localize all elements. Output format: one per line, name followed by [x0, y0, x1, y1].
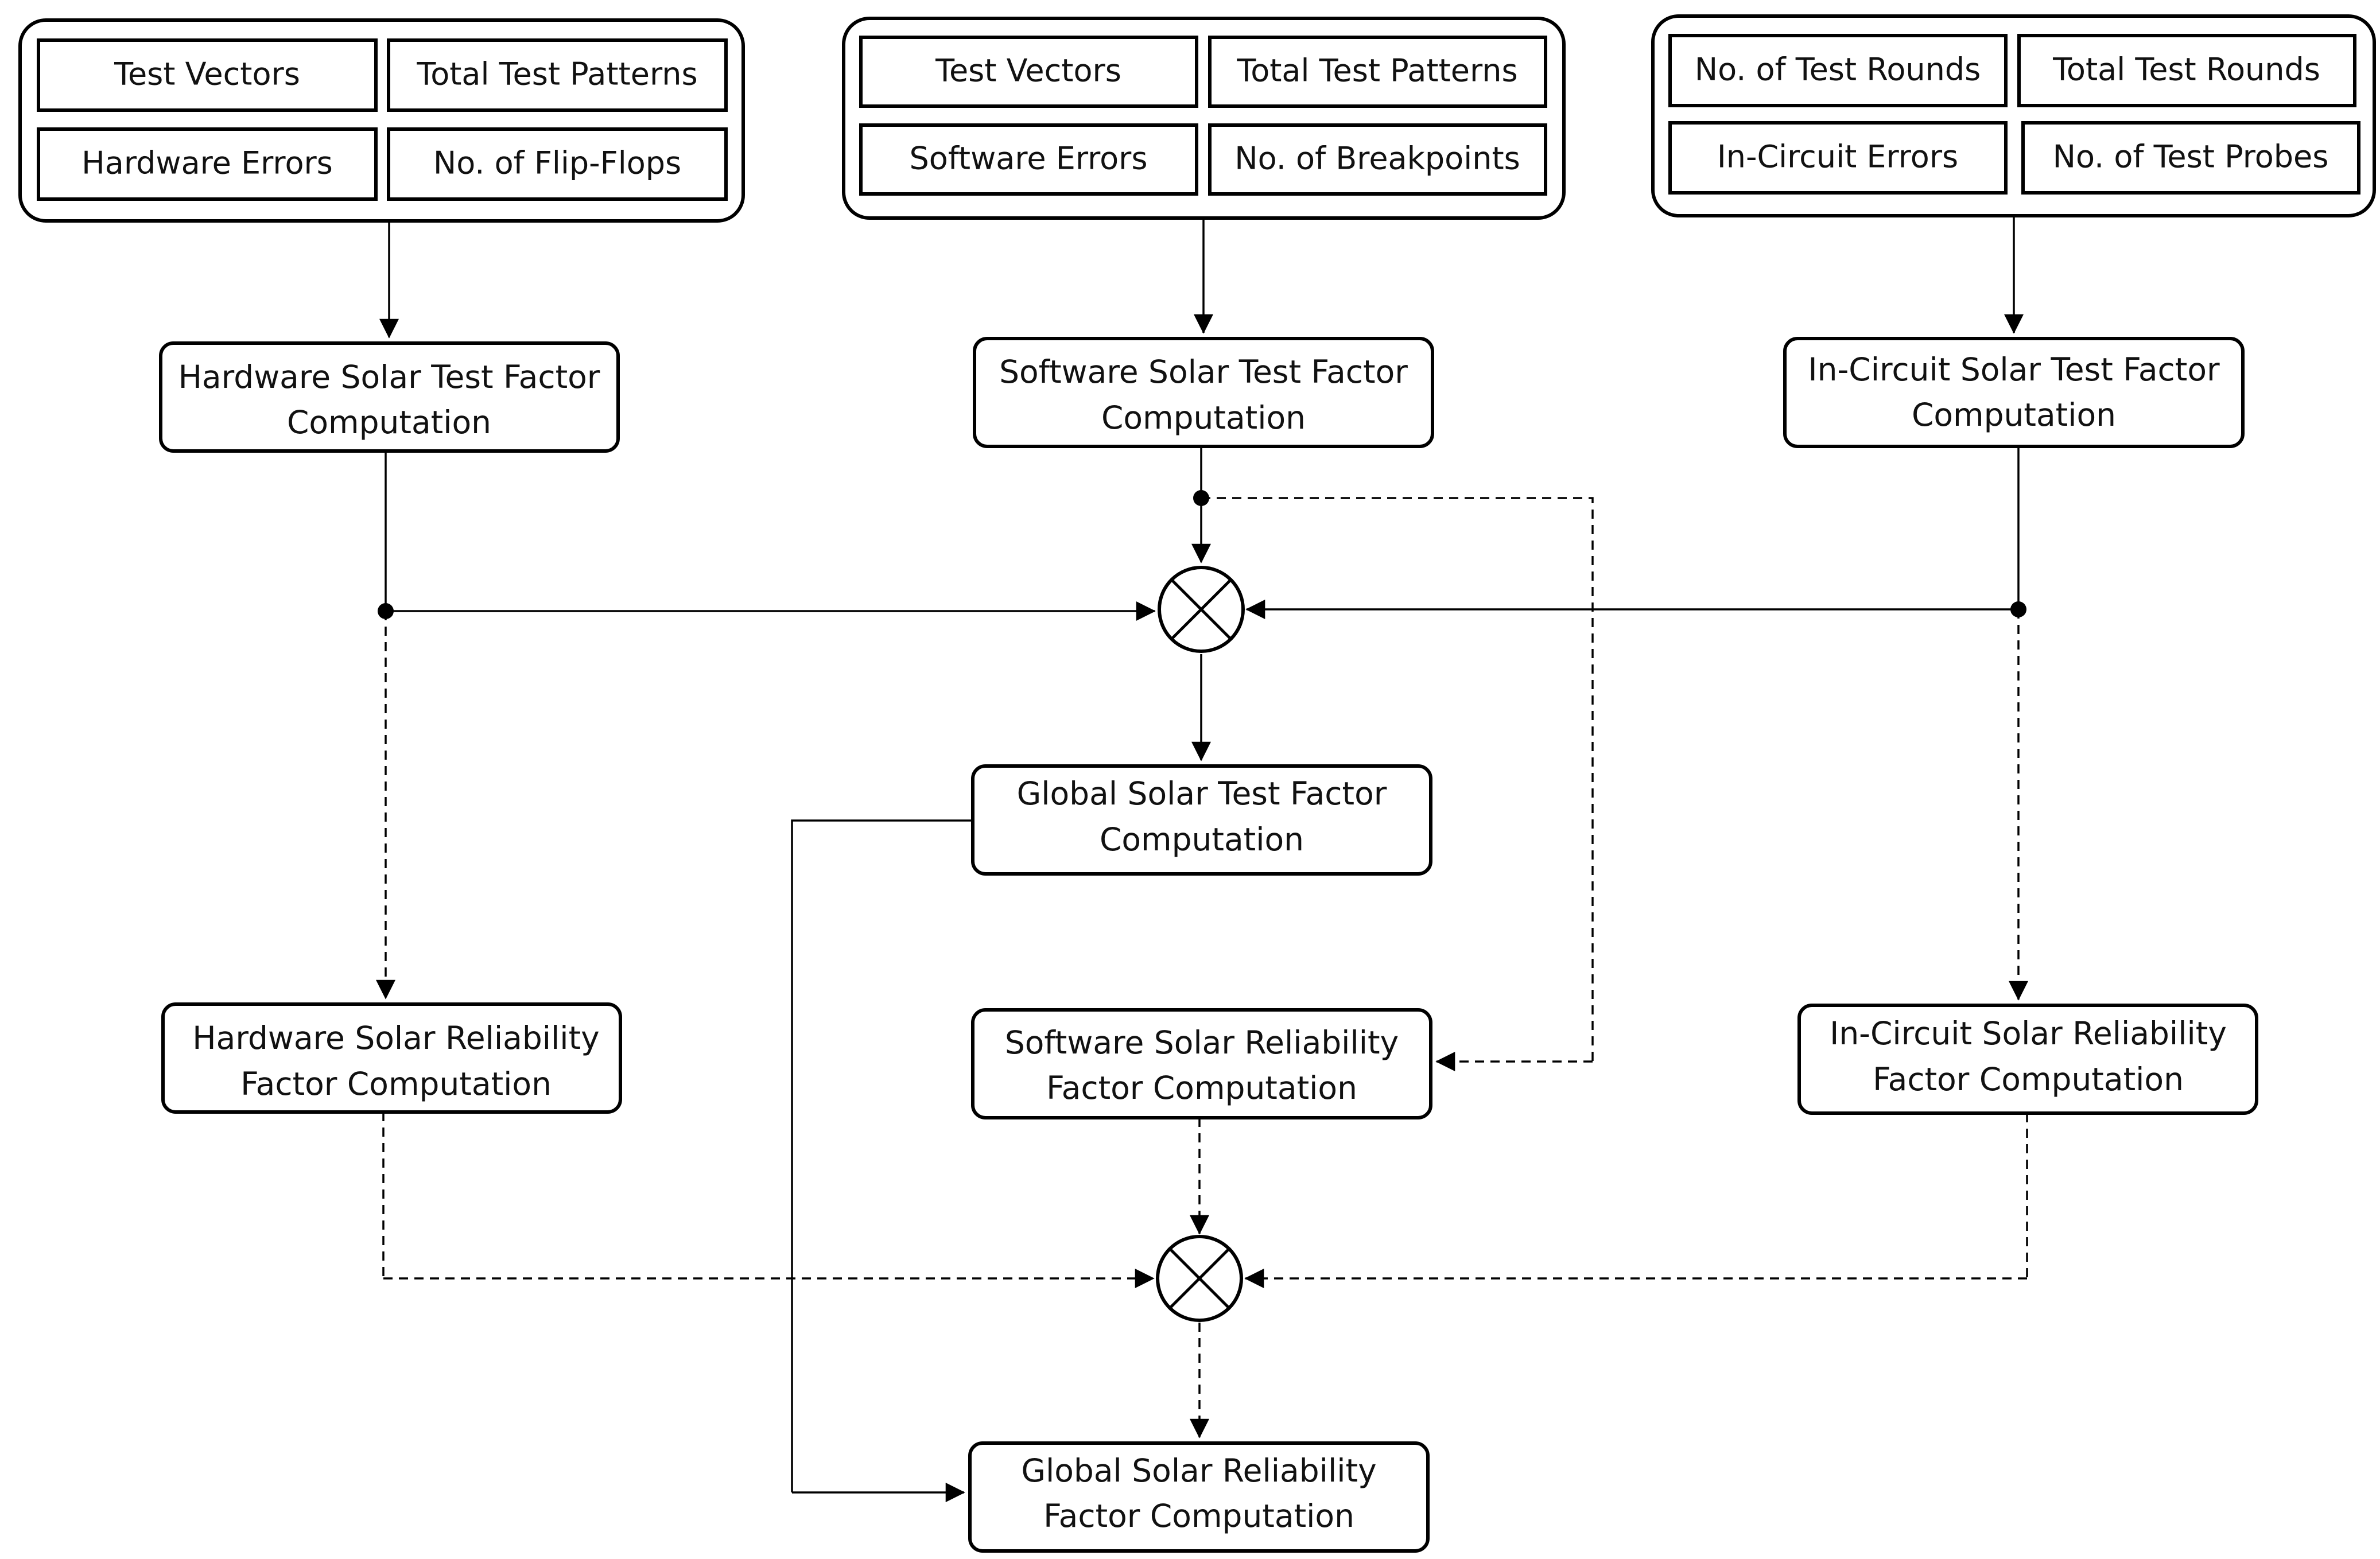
- hardware-input-group: Test Vectors Total Test Patterns Hardwar…: [18, 18, 745, 223]
- input-label: Hardware Errors: [81, 145, 333, 181]
- box-label: Software Solar Test Factor: [999, 353, 1408, 390]
- input-label: Test Vectors: [935, 53, 1121, 89]
- junction-dot: [1193, 490, 1209, 506]
- box-label: Factor Computation: [240, 1066, 552, 1102]
- input-box: [1668, 121, 2008, 195]
- box-label: Software Solar Reliability: [1005, 1024, 1399, 1061]
- input-box: [387, 38, 728, 112]
- input-label: Total Test Patterns: [416, 56, 697, 92]
- connector-line: [791, 819, 973, 1492]
- in-circuit-reliability-box: In-Circuit Solar Reliability Factor Comp…: [1797, 1004, 2258, 1115]
- hardware-reliability-box: Hardware Solar Reliability Factor Comput…: [161, 1002, 622, 1114]
- input-label: No. of Breakpoints: [1234, 141, 1520, 177]
- box-label: Hardware Solar Test Factor: [178, 359, 600, 395]
- software-reliability-box: Software Solar Reliability Factor Comput…: [971, 1008, 1432, 1119]
- input-label: No. of Test Probes: [2053, 139, 2329, 175]
- box-label: In-Circuit Solar Reliability: [1830, 1015, 2227, 1052]
- input-box: [2017, 34, 2356, 107]
- in-circuit-test-factor-box: In-Circuit Solar Test Factor Computation: [1783, 337, 2245, 448]
- input-box: [387, 127, 728, 201]
- box-label: In-Circuit Solar Test Factor: [1808, 351, 2220, 388]
- box-label: Factor Computation: [1873, 1061, 2184, 1098]
- input-box: [1208, 123, 1547, 196]
- multiply-node-icon: [1158, 566, 1245, 653]
- input-label: In-Circuit Errors: [1717, 139, 1958, 175]
- input-box: [37, 127, 378, 201]
- global-test-factor-box: Global Solar Test Factor Computation: [971, 764, 1432, 876]
- box-label: Computation: [1912, 396, 2116, 433]
- box-label: Computation: [1100, 821, 1304, 858]
- input-label: Test Vectors: [114, 56, 300, 92]
- input-label: Software Errors: [910, 141, 1148, 177]
- input-box: [1668, 34, 2008, 107]
- input-box: [37, 38, 378, 112]
- input-box: [859, 123, 1198, 196]
- box-label: Global Solar Reliability: [1021, 1452, 1376, 1489]
- in-circuit-input-group: No. of Test Rounds Total Test Rounds In-…: [1651, 14, 2376, 217]
- input-box: [1208, 36, 1547, 108]
- global-reliability-box: Global Solar Reliability Factor Computat…: [968, 1441, 1430, 1553]
- junction-dot: [2010, 601, 2026, 617]
- box-label: Factor Computation: [1046, 1070, 1357, 1106]
- input-box: [2021, 121, 2360, 195]
- box-label: Hardware Solar Reliability: [192, 1020, 599, 1056]
- software-test-factor-box: Software Solar Test Factor Computation: [973, 337, 1434, 448]
- software-input-group: Test Vectors Total Test Patterns Softwar…: [842, 17, 1566, 220]
- input-label: Total Test Rounds: [2052, 52, 2320, 88]
- input-label: No. of Test Rounds: [1695, 52, 1981, 88]
- junction-dot: [378, 603, 394, 619]
- box-label: Factor Computation: [1043, 1498, 1354, 1534]
- multiply-node-icon: [1156, 1235, 1243, 1322]
- box-label: Computation: [1101, 399, 1306, 436]
- box-label: Computation: [287, 404, 491, 441]
- input-box: [859, 36, 1198, 108]
- input-label: Total Test Patterns: [1236, 53, 1517, 89]
- dashed-connector-line: [1201, 497, 1594, 1062]
- input-label: No. of Flip-Flops: [433, 145, 681, 181]
- hardware-test-factor-box: Hardware Solar Test Factor Computation: [159, 341, 620, 453]
- box-label: Global Solar Test Factor: [1017, 775, 1387, 812]
